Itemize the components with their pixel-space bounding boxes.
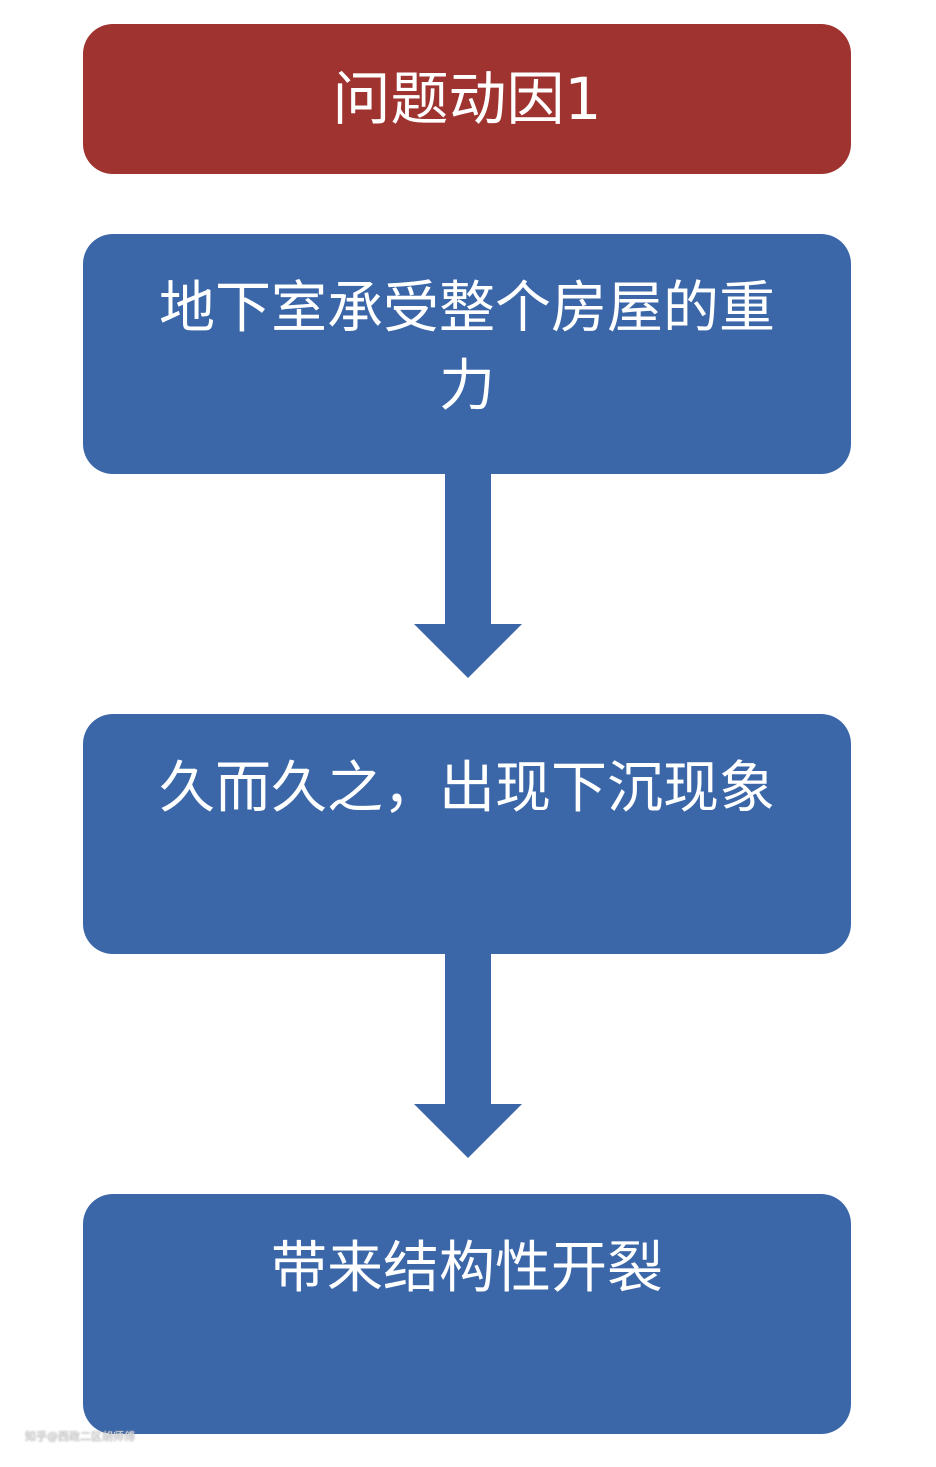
step-box-2: 久而久之，出现下沉现象 xyxy=(83,714,851,954)
watermark: 知乎@西政二区胡师傅 xyxy=(25,1430,135,1443)
step-box-1: 地下室承受整个房屋的重力 xyxy=(83,234,851,474)
step-box-3: 带来结构性开裂 xyxy=(83,1194,851,1434)
title-box: 问题动因1 xyxy=(83,24,851,174)
